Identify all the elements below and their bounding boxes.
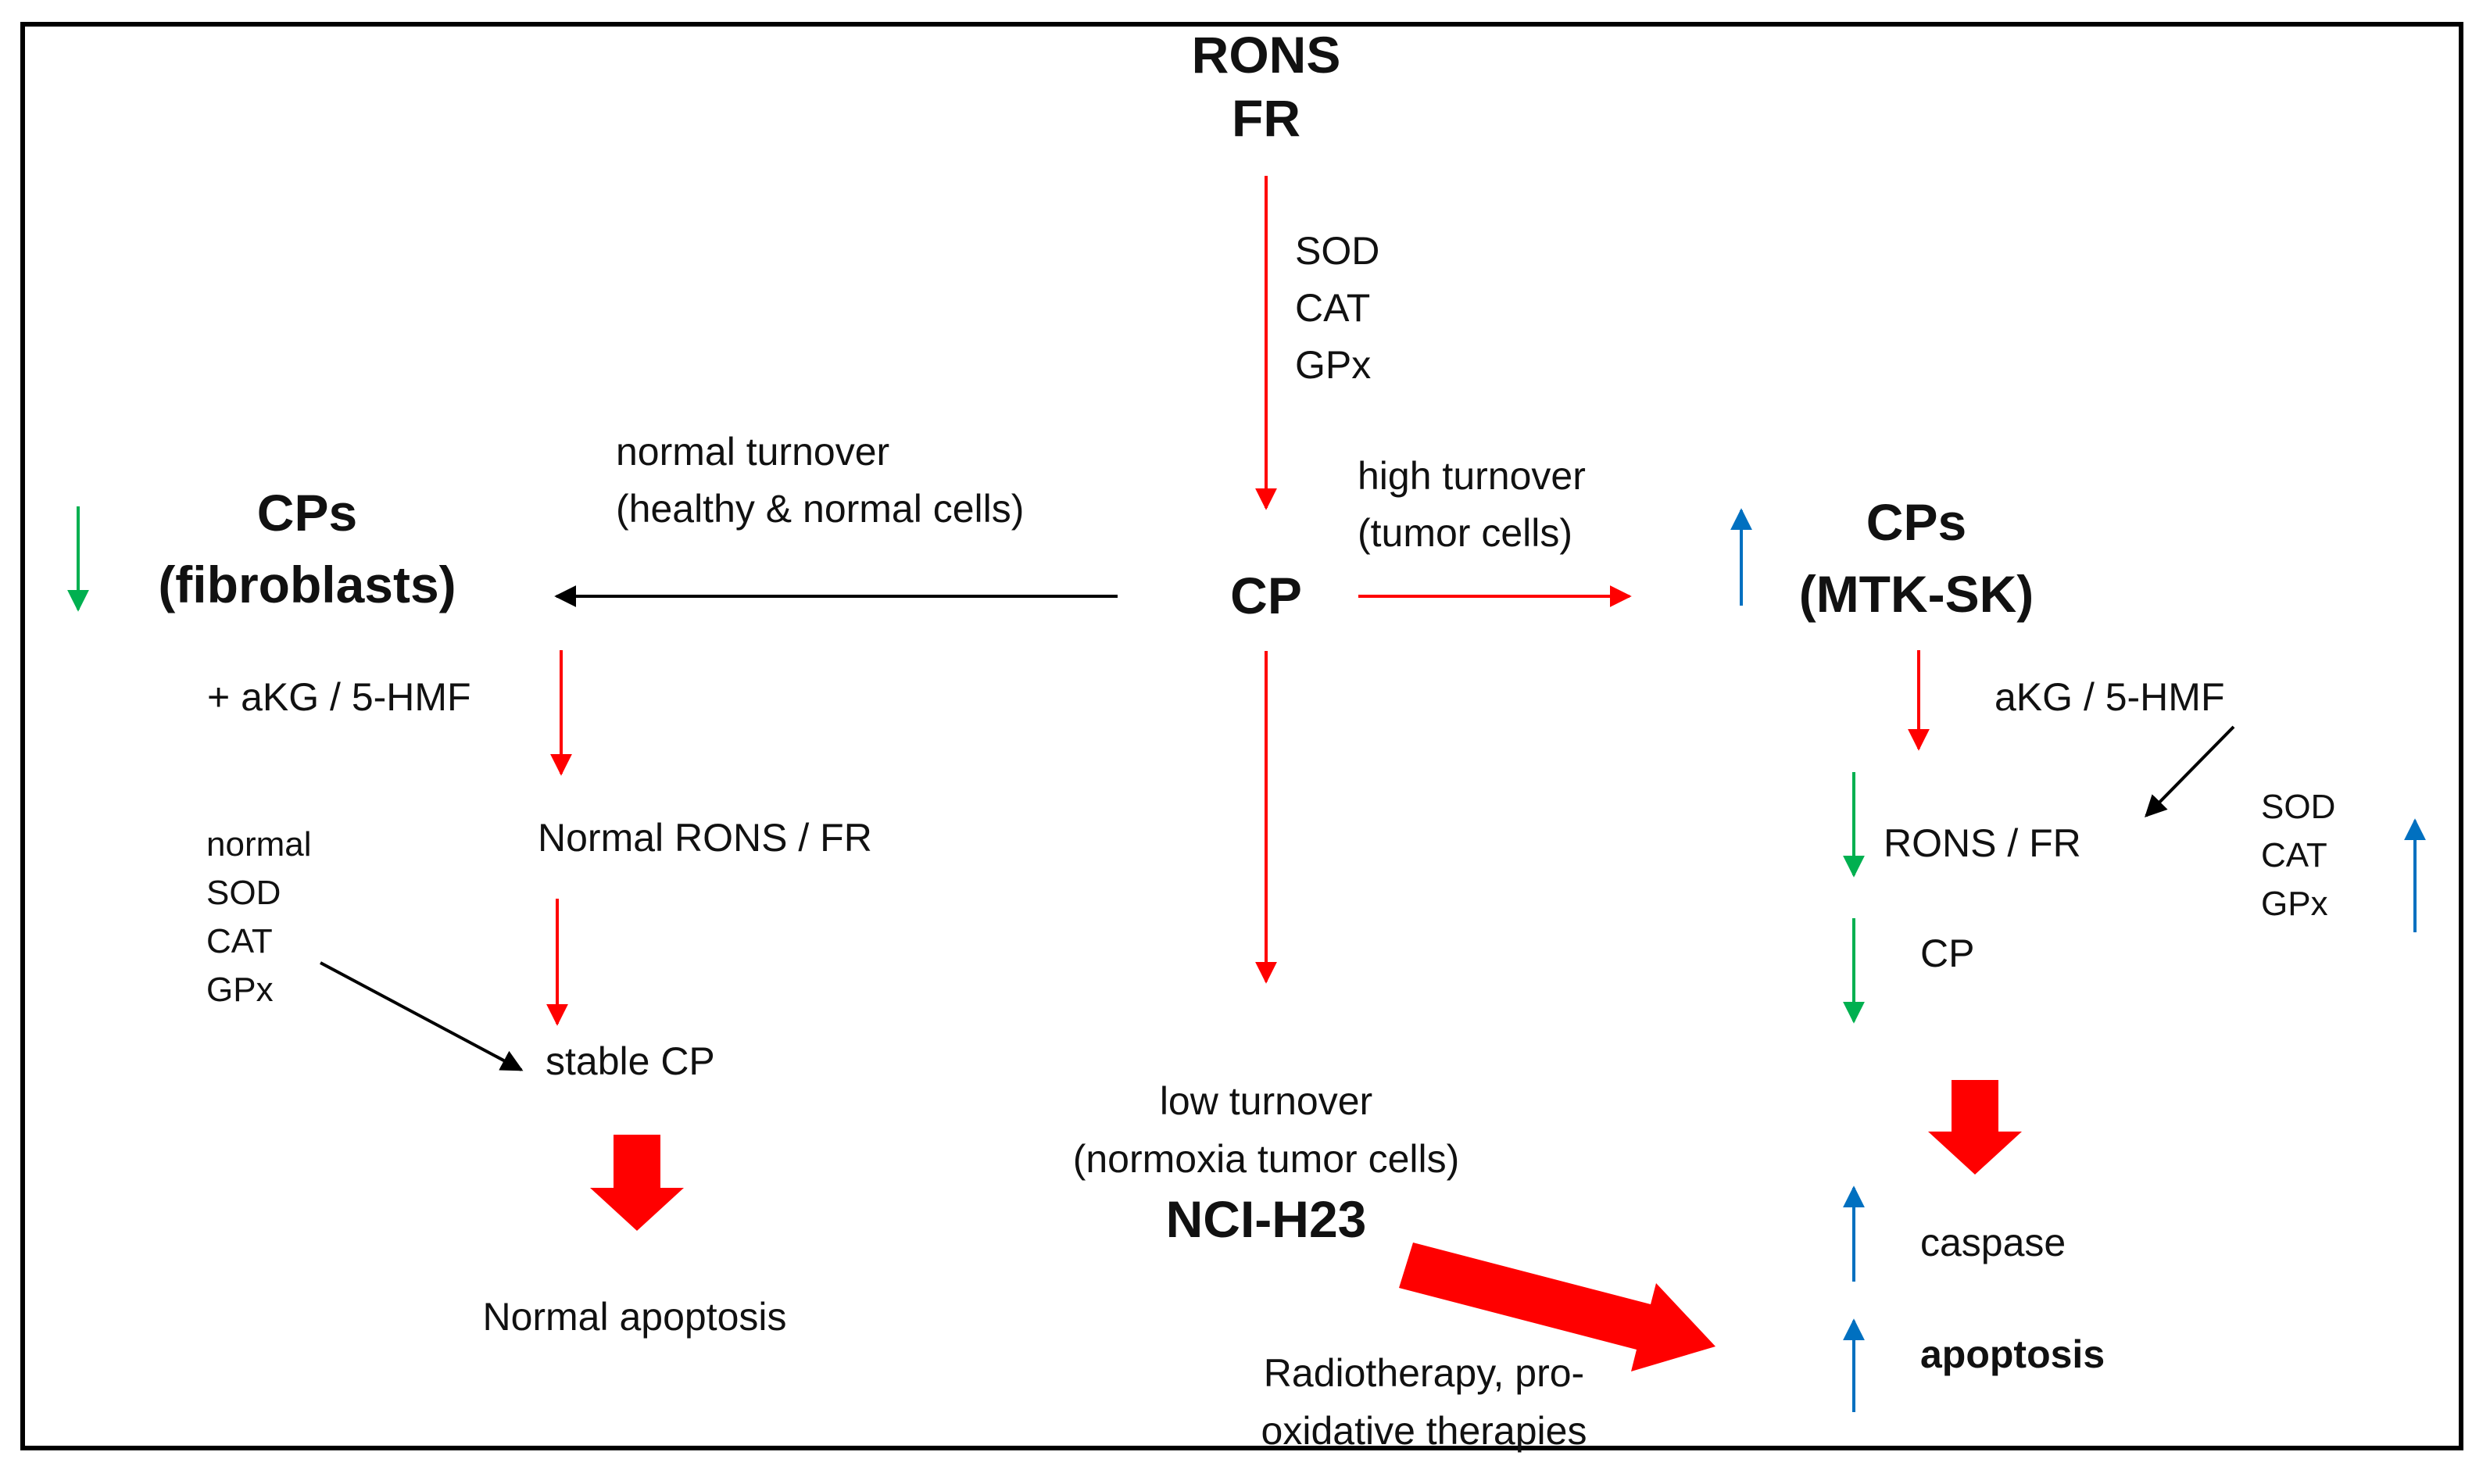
caspase-label: caspase	[1920, 1221, 2066, 1264]
fr-label: FR	[1232, 88, 1300, 147]
cell-line-label: NCI-H23	[1165, 1190, 1367, 1248]
left-enzyme-list: normal SOD CAT GPx	[206, 821, 312, 1014]
right-enzyme-list: SOD CAT GPx	[2261, 783, 2335, 928]
rons-label: RONS	[1191, 26, 1341, 84]
mtk-sk-title-line2: (MTK-SK)	[1798, 565, 2034, 623]
right-enzyme-sod: SOD	[2261, 788, 2336, 826]
enzyme-sod: SOD	[1295, 229, 1380, 273]
right-additive-label: aKG / 5-HMF	[1995, 675, 2225, 719]
normal-turnover-label: normal turnover (healthy & normal cells)	[616, 424, 1024, 538]
diagram-frame	[20, 22, 2463, 1450]
therapy-label: Radiotherapy, pro- oxidative therapies	[1261, 1344, 1587, 1460]
right-cp-label: CP	[1920, 932, 1975, 975]
left-enzyme-gpx: GPx	[206, 971, 274, 1009]
high-turnover-line2: (tumor cells)	[1358, 511, 1573, 555]
right-rons-label: RONS / FR	[1884, 821, 2081, 865]
arrow-enzymes-to-stable-cp	[320, 961, 524, 1071]
rons-fr-title: RONS FR	[1192, 23, 1341, 149]
center-cp: CP	[1230, 567, 1302, 624]
right-enzyme-gpx: GPx	[2261, 885, 2328, 923]
low-turnover-line1: low turnover	[1159, 1079, 1373, 1123]
normal-turnover-line1: normal turnover	[616, 430, 890, 474]
left-enzyme-cat: CAT	[206, 922, 273, 960]
mtk-sk-title-line1: CPs	[1866, 493, 1967, 551]
left-enzyme-sod: SOD	[206, 874, 281, 912]
low-turnover-line2: (normoxia tumor cells)	[1072, 1137, 1460, 1181]
fibroblasts-title-line2: (fibroblasts)	[158, 556, 456, 613]
normal-rons-label: Normal RONS / FR	[538, 816, 872, 860]
therapy-line2: oxidative therapies	[1261, 1409, 1587, 1453]
stable-cp-label: stable CP	[546, 1039, 715, 1083]
low-turnover-label: low turnover (normoxia tumor cells)	[1073, 1072, 1460, 1188]
apoptosis-label: apoptosis	[1920, 1332, 2105, 1376]
left-additive-label: + aKG / 5-HMF	[207, 675, 471, 719]
normal-turnover-line2: (healthy & normal cells)	[616, 487, 1025, 531]
right-enzyme-cat: CAT	[2261, 836, 2327, 874]
fibroblasts-title: CPs (fibroblasts)	[158, 477, 456, 620]
enzyme-list-top: SOD CAT GPx	[1295, 223, 1379, 394]
high-turnover-label: high turnover (tumor cells)	[1358, 448, 1586, 562]
thick-arrow-normal-apoptosis	[590, 1135, 684, 1231]
enzyme-gpx: GPx	[1295, 343, 1372, 387]
mtk-sk-title: CPs (MTK-SK)	[1799, 486, 2034, 630]
left-enzyme-normal: normal	[206, 825, 312, 864]
fibroblasts-title-line1: CPs	[256, 484, 358, 542]
thick-arrow-to-apoptosis	[1399, 1243, 1715, 1371]
therapy-line1: Radiotherapy, pro-	[1263, 1351, 1585, 1395]
enzyme-cat: CAT	[1295, 286, 1371, 330]
arrow-additive-to-rons	[2145, 725, 2235, 817]
thick-arrow-caspase	[1928, 1080, 2022, 1175]
normal-apoptosis-label: Normal apoptosis	[482, 1295, 787, 1339]
high-turnover-line1: high turnover	[1358, 454, 1586, 498]
